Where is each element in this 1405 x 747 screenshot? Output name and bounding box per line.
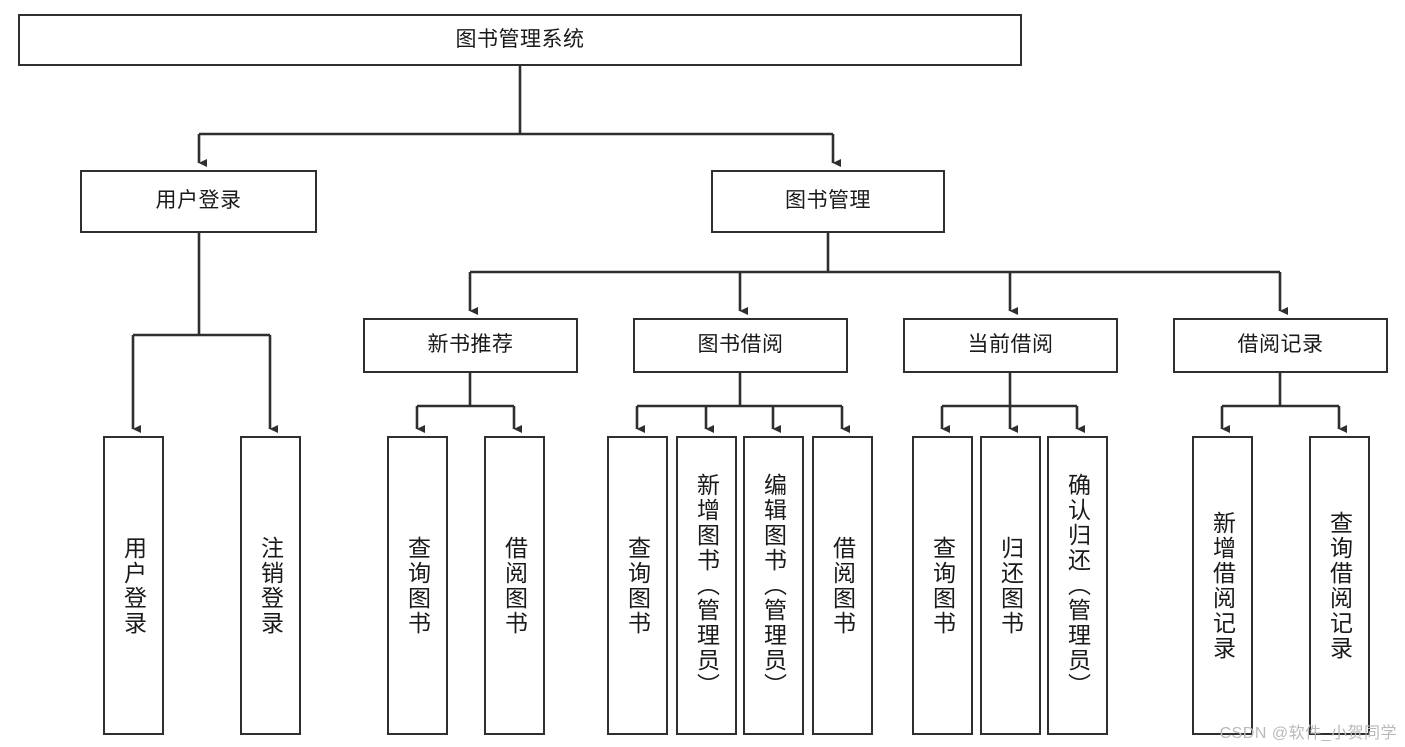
node-label: 新书推荐 bbox=[427, 333, 514, 357]
leaf-borrow-book-recommend[interactable]: 借阅图书 bbox=[484, 436, 545, 735]
node-label: 用户登录 bbox=[155, 189, 242, 213]
node-book-management[interactable]: 图书管理 bbox=[711, 170, 945, 233]
node-label: 图书借阅 bbox=[697, 333, 784, 357]
node-label: 借阅图书 bbox=[501, 535, 528, 636]
leaf-query-book-borrow[interactable]: 查询图书 bbox=[607, 436, 668, 735]
node-user-login[interactable]: 用户登录 bbox=[80, 170, 317, 233]
node-label: 确认归还（管理员） bbox=[1064, 473, 1091, 698]
node-current-borrow[interactable]: 当前借阅 bbox=[903, 318, 1118, 373]
leaf-logout[interactable]: 注销登录 bbox=[240, 436, 301, 735]
leaf-edit-book-admin[interactable]: 编辑图书（管理员） bbox=[743, 436, 804, 735]
leaf-query-borrow-record[interactable]: 查询借阅记录 bbox=[1309, 436, 1370, 735]
node-label: 注销登录 bbox=[257, 535, 284, 636]
watermark-text: CSDN @软件_小贺同学 bbox=[1219, 725, 1397, 742]
node-label: 编辑图书（管理员） bbox=[760, 473, 787, 698]
node-new-book-recommend[interactable]: 新书推荐 bbox=[363, 318, 578, 373]
node-label: 新增图书（管理员） bbox=[693, 473, 720, 698]
node-root-system[interactable]: 图书管理系统 bbox=[18, 14, 1022, 66]
leaf-add-book-admin[interactable]: 新增图书（管理员） bbox=[676, 436, 737, 735]
node-label: 新增借阅记录 bbox=[1209, 510, 1236, 661]
node-label: 用户登录 bbox=[120, 535, 147, 636]
node-label: 当前借阅 bbox=[967, 333, 1054, 357]
leaf-return-book[interactable]: 归还图书 bbox=[980, 436, 1041, 735]
node-label: 图书管理 bbox=[785, 189, 871, 213]
leaf-query-book-recommend[interactable]: 查询图书 bbox=[387, 436, 448, 735]
leaf-query-book-current[interactable]: 查询图书 bbox=[912, 436, 973, 735]
leaf-confirm-return-admin[interactable]: 确认归还（管理员） bbox=[1047, 436, 1108, 735]
node-label: 查询图书 bbox=[624, 535, 651, 636]
node-label: 图书管理系统 bbox=[455, 27, 585, 51]
leaf-borrow-book[interactable]: 借阅图书 bbox=[812, 436, 873, 735]
node-book-borrow[interactable]: 图书借阅 bbox=[633, 318, 848, 373]
node-label: 查询图书 bbox=[929, 535, 956, 636]
leaf-add-borrow-record[interactable]: 新增借阅记录 bbox=[1192, 436, 1253, 735]
node-label: 借阅记录 bbox=[1237, 333, 1324, 357]
node-label: 查询图书 bbox=[404, 535, 431, 636]
node-label: 查询借阅记录 bbox=[1326, 510, 1353, 661]
node-borrow-record[interactable]: 借阅记录 bbox=[1173, 318, 1388, 373]
node-label: 借阅图书 bbox=[829, 535, 856, 636]
leaf-user-login[interactable]: 用户登录 bbox=[103, 436, 164, 735]
node-label: 归还图书 bbox=[997, 535, 1024, 636]
